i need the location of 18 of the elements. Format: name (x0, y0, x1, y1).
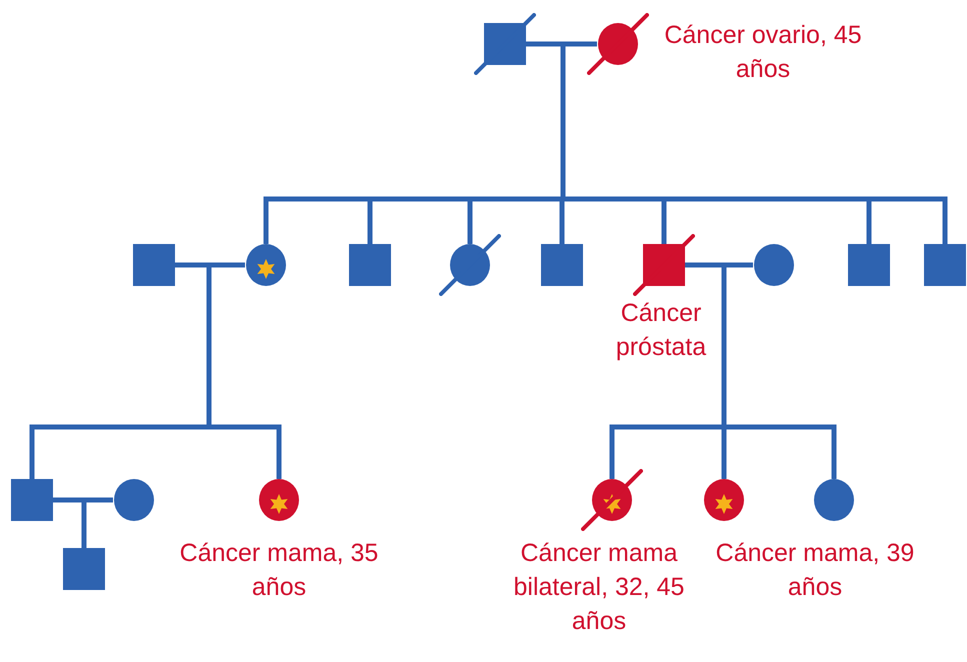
square-symbol (848, 244, 890, 286)
circle-symbol (449, 244, 491, 286)
diagnosis-label: Cáncer mama, 39 años (714, 538, 916, 603)
square-symbol (11, 479, 53, 521)
circle-symbol (597, 23, 639, 65)
diagnosis-label: Cáncer próstata (614, 298, 708, 363)
square-symbol (133, 244, 175, 286)
square-symbol (924, 244, 966, 286)
circle-symbol (813, 479, 855, 521)
square-symbol (541, 244, 583, 286)
circle-symbol (591, 479, 633, 521)
diagnosis-label: Cáncer mama bilateral, 32, 45 años (512, 538, 686, 637)
square-symbol (349, 244, 391, 286)
square-symbol (63, 548, 105, 590)
circle-symbol (753, 244, 795, 286)
diagnosis-label: Cáncer mama, 35 años (178, 538, 380, 603)
diagnosis-label: Cáncer ovario, 45 años (663, 20, 863, 85)
circle-symbol (113, 479, 155, 521)
